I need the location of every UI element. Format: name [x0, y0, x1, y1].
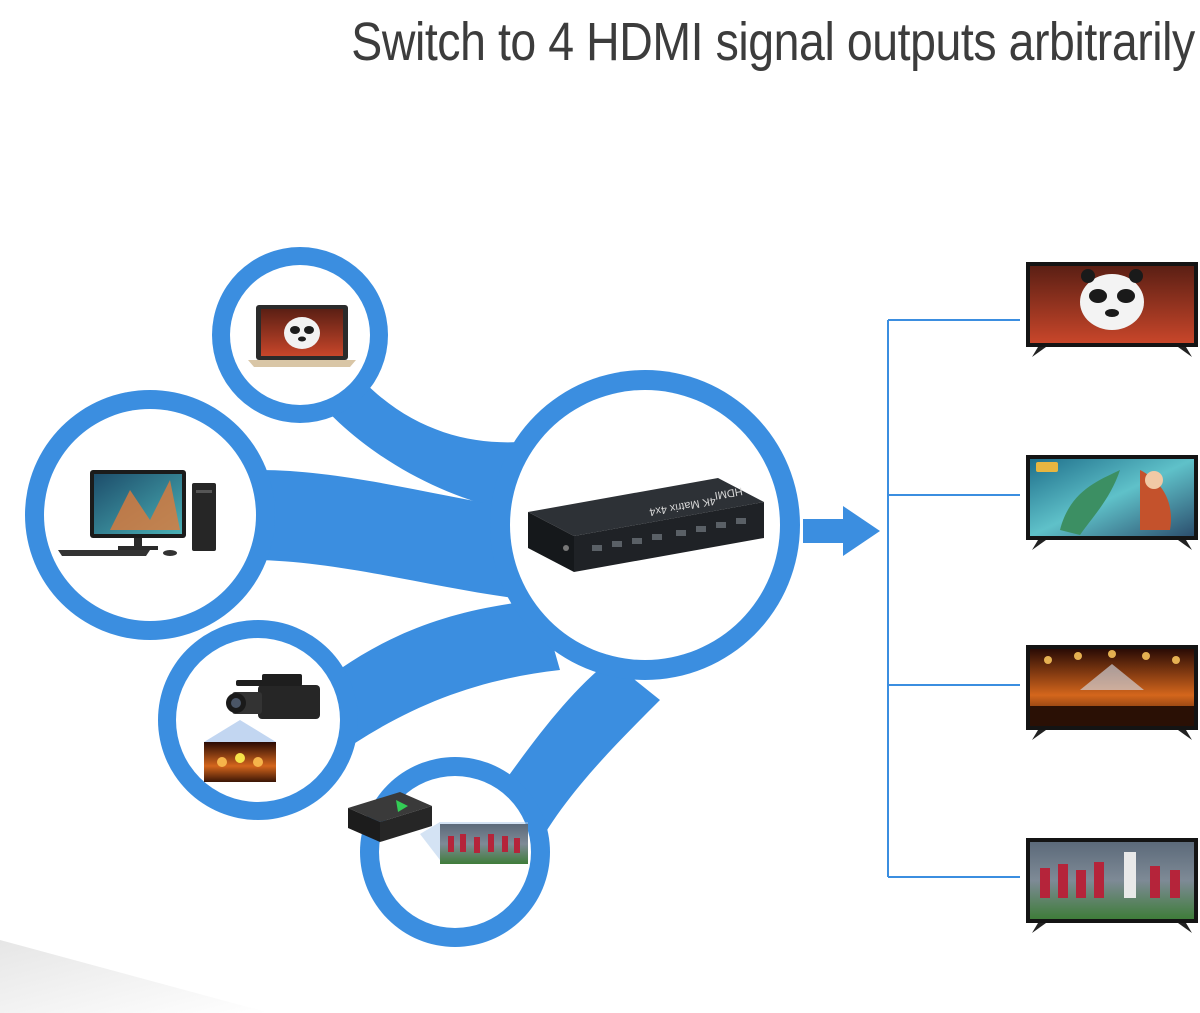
- desktop-pc-icon: [58, 470, 216, 556]
- floor-shadow: [0, 940, 270, 1013]
- headline: Switch to 4 HDMI signal outputs arbitrar…: [351, 12, 1195, 72]
- laptop-icon: [248, 305, 356, 367]
- tv-icon: [1026, 455, 1198, 550]
- hdmi-matrix-device: 4K Matrix 4x4 HDMI: [528, 478, 764, 572]
- camcorder-icon: [204, 674, 320, 782]
- tv-icon: [1026, 838, 1198, 933]
- device-brand-label: HDMI: [714, 485, 744, 502]
- set-top-box-icon: [348, 792, 528, 864]
- tv-icon: [1026, 645, 1198, 740]
- output-arrow-icon: [803, 506, 880, 556]
- tv-icon: [1026, 262, 1198, 357]
- output-connector-lines: [887, 319, 1020, 878]
